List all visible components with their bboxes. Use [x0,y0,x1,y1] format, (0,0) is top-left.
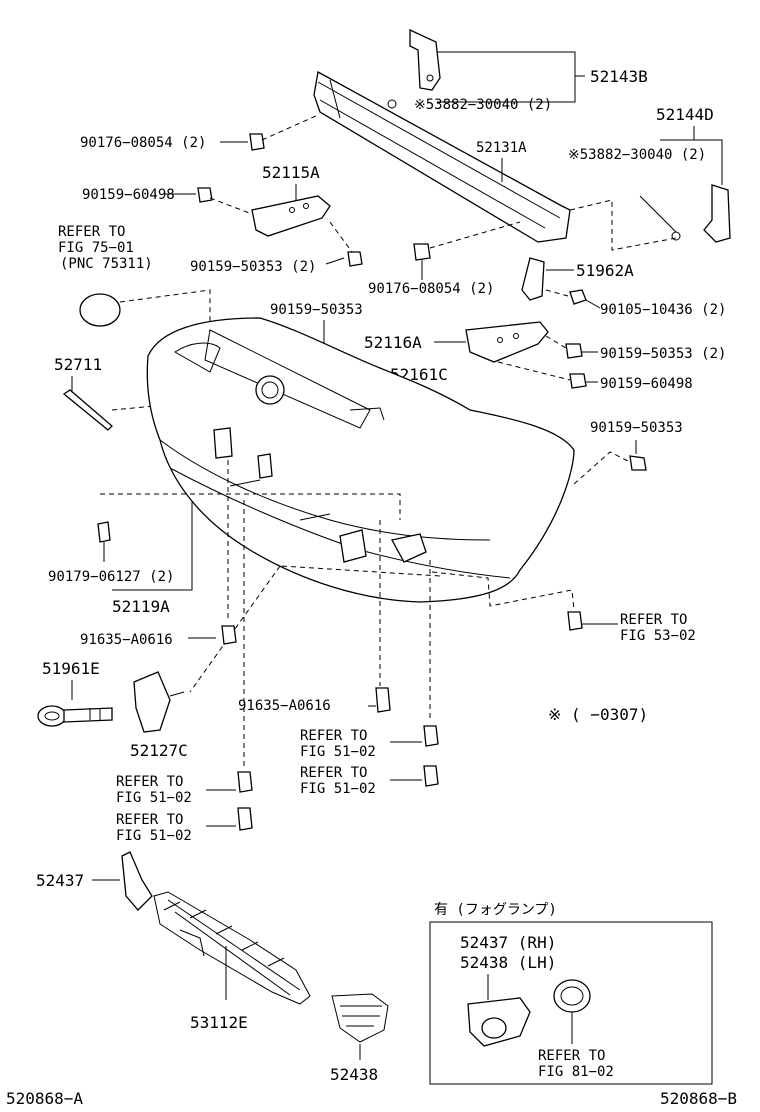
refer-51a-line2: FIG 51−02 [300,744,376,760]
label-52119A: 52119A [112,597,170,616]
refer-51c-line1: REFER TO [116,774,183,790]
bracket-upper-left [409,28,441,91]
label-90105: 90105−10436 (2) [600,302,726,318]
refer-51d-line1: REFER TO [116,812,183,828]
label-90176-b: 90176−08054 (2) [368,281,494,297]
fog-cover-cap [79,293,121,327]
moulding-strip [62,389,113,431]
footnote-date: ※ ( −0307) [548,705,648,724]
label-52144D: 52144D [656,105,714,124]
label-90176-a: 90176−08054 (2) [80,135,206,151]
footer-code-right: 520868−B [660,1089,737,1108]
side-grille-right [331,993,389,1043]
refer-51d-line2: FIG 51−02 [116,828,192,844]
label-52127C: 52127C [130,741,188,760]
side-grille-left [121,851,153,911]
bumper-cover [146,317,575,603]
label-53112E: 53112E [190,1013,248,1032]
label-52116A: 52116A [364,333,422,352]
bracket-52115A [251,195,331,237]
fog-lamp [553,979,591,1013]
lower-grille [153,891,311,1005]
footer-code-left: 520868−A [6,1089,83,1108]
refer-53-line1: REFER TO [620,612,687,628]
label-90159-50353-b: 90159−50353 [270,302,363,318]
label-fog-lh: 52438 (LH) [460,953,556,972]
label-90159-50353-a: 90159−50353 (2) [190,259,316,275]
label-90159-50353-d: 90159−50353 [590,420,683,436]
bracket-51962A [521,257,545,301]
refer-75-line1: REFER TO [58,224,125,240]
fog-bezel [467,997,531,1047]
label-52131A: 52131A [476,140,527,156]
label-91635-b: 91635−A0616 [238,698,331,714]
refer-75-line2: FIG 75−01 [58,240,134,256]
tow-hook [37,705,113,727]
refer-81-line1: REFER TO [538,1048,605,1064]
refer-81-line2: FIG 81−02 [538,1064,614,1080]
refer-51c-line2: FIG 51−02 [116,790,192,806]
label-52711: 52711 [54,355,102,374]
label-52143B: 52143B [590,67,648,86]
refer-51b-line2: FIG 51−02 [300,781,376,797]
refer-51a-line1: REFER TO [300,728,367,744]
label-90159-60498-a: 90159−60498 [82,187,175,203]
refer-51b-line1: REFER TO [300,765,367,781]
tow-hook-cover [133,671,171,733]
label-91635-a: 91635−A0616 [80,632,173,648]
bracket-right [703,184,731,243]
label-90159-60498-b: 90159−60498 [600,376,693,392]
refer-53-line2: FIG 53−02 [620,628,696,644]
label-52115A: 52115A [262,163,320,182]
label-90159-50353-c: 90159−50353 (2) [600,346,726,362]
reinforcement-bar [313,70,571,243]
label-53882-a: ※53882−30040 (2) [414,97,552,113]
label-53882-b: ※53882−30040 (2) [568,147,706,163]
label-90179: 90179−06127 (2) [48,569,174,585]
label-51961E: 51961E [42,659,100,678]
label-51962A: 51962A [576,261,634,280]
fog-option-title: 有 (フォグランプ) [434,902,557,918]
label-fog-rh: 52437 (RH) [460,933,556,952]
fog-option-box [429,921,713,1085]
bracket-52116A [465,321,549,363]
label-52437: 52437 [36,871,84,890]
label-52438: 52438 [330,1065,378,1084]
refer-75-line3: (PNC 75311) [60,256,153,272]
